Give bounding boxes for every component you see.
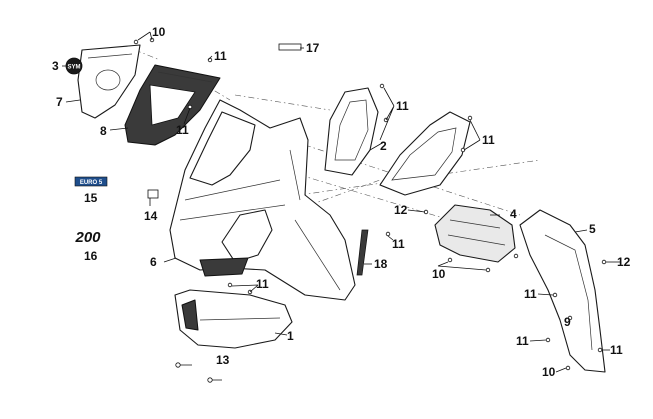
euro-decal: EURO 5 — [74, 176, 108, 187]
callout-6: 6 — [150, 255, 157, 269]
callout-15: 15 — [84, 191, 98, 205]
callout-7: 7 — [56, 95, 63, 109]
callout-4: 4 — [510, 207, 517, 221]
callout-12-right: 12 — [617, 255, 631, 269]
callout-11-leg-upper: 11 — [524, 287, 537, 301]
callout-11-leg-right: 11 — [610, 343, 623, 357]
callout-1: 1 — [287, 329, 294, 343]
trim-strip — [356, 229, 369, 276]
model-decal: 200 — [74, 229, 101, 246]
label-strip — [278, 43, 302, 51]
screws-13 — [175, 362, 222, 383]
callout-18: 18 — [374, 257, 388, 271]
front-shield — [169, 99, 356, 301]
front-emblem-cover — [77, 44, 141, 119]
fasteners — [133, 37, 607, 371]
callout-11-center: 11 — [392, 237, 405, 251]
euro-decal-text: EURO 5 — [80, 180, 103, 186]
callout-11-panel: 11 — [176, 123, 189, 137]
callout-11-spoiler: 11 — [256, 277, 269, 291]
callout-3: 3 — [52, 59, 59, 73]
callout-10-bottom: 10 — [542, 365, 556, 379]
callout-11-headlight-right: 11 — [482, 133, 495, 147]
callout-14: 14 — [144, 209, 158, 223]
callout-11-emblem: 11 — [214, 49, 227, 63]
callout-11-leg-lower: 11 — [516, 334, 529, 348]
callout-2: 2 — [380, 139, 387, 153]
headlight-left — [324, 87, 379, 176]
brand-badge: SYM — [65, 57, 83, 75]
callout-numbers: 10 3 7 8 11 11 17 11 2 11 15 14 12 4 5 1… — [52, 25, 631, 379]
lower-front-spoiler — [174, 289, 293, 349]
callout-17: 17 — [306, 41, 320, 55]
callout-16: 16 — [84, 249, 98, 263]
grommet — [147, 189, 159, 206]
callout-10-bracket: 10 — [432, 267, 446, 281]
callout-11-headlight-left: 11 — [396, 99, 409, 113]
callout-8: 8 — [100, 124, 107, 138]
brand-badge-text: SYM — [67, 65, 80, 71]
headlight-right — [379, 111, 471, 196]
leader-lines — [62, 31, 620, 373]
inner-leg-shield — [519, 209, 606, 373]
inner-front-panel — [124, 64, 221, 146]
callout-12-left: 12 — [394, 203, 408, 217]
callout-13: 13 — [216, 353, 230, 367]
lower-light-bracket — [434, 204, 516, 263]
callout-10-top: 10 — [152, 25, 166, 39]
callout-5: 5 — [589, 222, 596, 236]
callout-9: 9 — [564, 315, 571, 329]
